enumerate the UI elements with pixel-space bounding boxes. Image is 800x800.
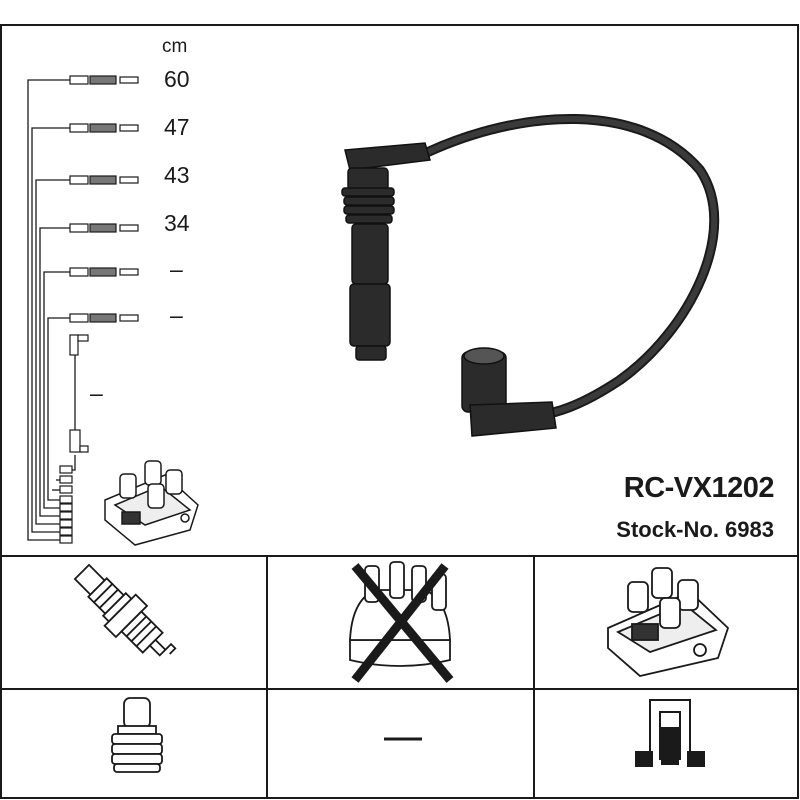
lead-length-4: 34 [164, 210, 190, 236]
coil-boot [461, 347, 557, 437]
coil-terminal-icon [635, 699, 705, 767]
lead-length-6: – [170, 302, 183, 328]
lead-length-5: – [170, 256, 183, 282]
ignition-coil-icon [607, 567, 730, 677]
lead-terminals [59, 465, 73, 544]
lead-length-7: – [90, 380, 103, 406]
part-number: RC-VX1202 [623, 472, 775, 504]
plug-connector-icon [111, 697, 163, 773]
lead-length-2: 47 [164, 114, 190, 140]
outer-frame [0, 24, 799, 799]
stock-number: Stock-No. 6983 [616, 517, 774, 542]
lead-connector-6 [69, 313, 139, 323]
lead-length-3: 43 [164, 162, 190, 188]
lead-connector-2 [69, 123, 139, 133]
lead-connector-4 [69, 223, 139, 233]
lead-length-1: 60 [164, 66, 190, 92]
unit-label: cm [162, 36, 188, 57]
lead-connector-7 [69, 334, 89, 453]
spark-plug-icon [73, 563, 177, 657]
lead-connector-3 [69, 175, 139, 185]
lead-connector-5 [69, 267, 139, 277]
ignition-cable-drawing [341, 114, 720, 437]
lead-connector-1 [69, 75, 139, 85]
coil-icon-small [104, 460, 199, 546]
spark-plug-boot [341, 142, 431, 361]
lead-connectors [59, 75, 139, 544]
distributor-cap-crossed-icon [349, 561, 454, 683]
